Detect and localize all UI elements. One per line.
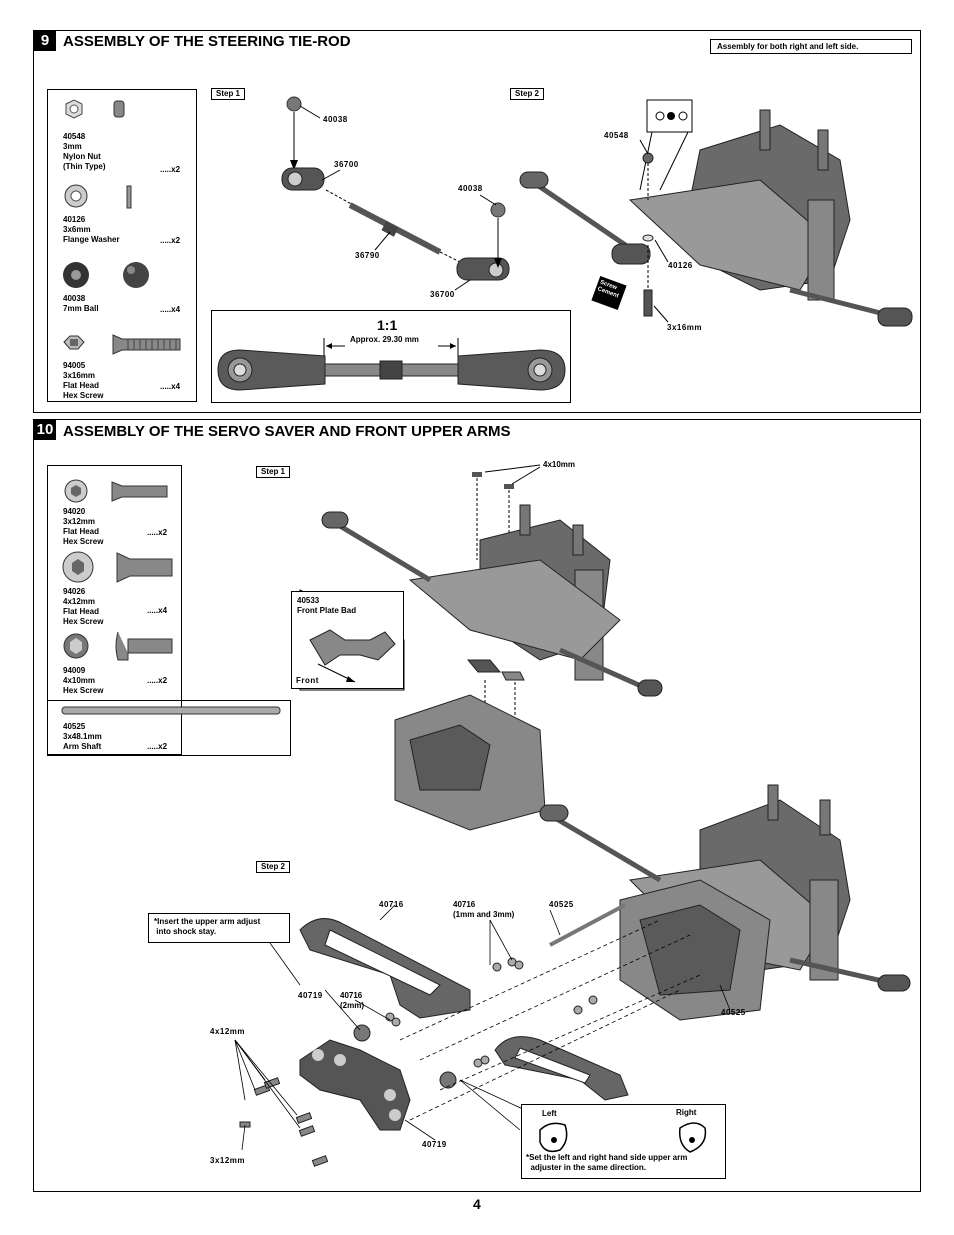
flange-washer-side-icon [126, 185, 132, 209]
label-4x10mm: 4x10mm [543, 460, 576, 469]
flat-head-screw-side-icon [111, 481, 168, 502]
label-40533: 40533 Front Plate Bad [297, 596, 357, 615]
part-94005-qty: .....x4 [160, 382, 181, 391]
step-2-label-9: Step 2 [510, 88, 545, 100]
label-40716-c: 40716 (2mm) [340, 991, 365, 1010]
step-1-label-9: Step 1 [211, 88, 246, 100]
part-40548-qty: .....x2 [160, 165, 181, 174]
part-94005: 94005 3x16mm Flat Head Hex Screw [63, 361, 104, 400]
insert-note-text: *Insert the upper arm adjust into shock … [154, 917, 261, 936]
part-94026-qty: .....x4 [147, 606, 168, 615]
parts-list-10 [47, 465, 182, 755]
label-40716-b: 40716 (1mm and 3mm) [453, 900, 515, 919]
insert-note-box [148, 913, 290, 943]
section-9 [33, 30, 921, 413]
arm-shaft-icon [61, 706, 281, 715]
label-40525-b: 40525 [721, 1008, 746, 1017]
parts-list-9 [47, 89, 197, 402]
page-number: 4 [473, 1196, 481, 1212]
section-10-number: 10 [34, 420, 56, 440]
part-40548: 40548 3mm Nylon Nut (Thin Type) [63, 132, 106, 171]
label-40038-a: 40038 [323, 115, 348, 124]
set-note-text: *Set the left and right hand side upper … [526, 1153, 688, 1172]
label-3x12mm: 3x12mm [210, 1156, 246, 1165]
label-4x12mm: 4x12mm [210, 1027, 246, 1036]
label-40525-a: 40525 [549, 900, 574, 909]
label-40548: 40548 [604, 131, 629, 140]
label-36700-b: 36700 [430, 290, 455, 299]
part-40525-qty: .....x2 [147, 742, 168, 751]
part-94009: 94009 4x10mm Hex Screw [63, 666, 104, 695]
part-40126: 40126 3x6mm Flange Washer [63, 215, 120, 244]
label-36790: 36790 [355, 251, 380, 260]
part-40126-qty: .....x2 [160, 236, 181, 245]
section-10 [33, 419, 921, 1192]
step-2-label-10: Step 2 [256, 861, 291, 873]
label-36700-a: 36700 [334, 160, 359, 169]
front-label: Front [296, 676, 319, 685]
assembly-note: Assembly for both right and left side. [710, 39, 912, 54]
part-94020-qty: .....x2 [147, 528, 168, 537]
step-1-label-10: Step 1 [256, 466, 291, 478]
part-40525: 40525 3x48.1mm Arm Shaft [63, 722, 102, 751]
nylon-nut-side-icon [113, 100, 125, 118]
part-94009-qty: .....x2 [147, 676, 168, 685]
label-40038-b: 40038 [458, 184, 483, 193]
flat-head-screw-side-icon [116, 552, 173, 583]
section-10-title: ASSEMBLY OF THE SERVO SAVER AND FRONT UP… [63, 423, 511, 440]
section-9-number: 9 [34, 31, 56, 51]
label-40719-a: 40719 [298, 991, 323, 1000]
hex-screw-side-icon [115, 631, 173, 661]
label-40719-b: 40719 [422, 1140, 447, 1149]
label-40126: 40126 [668, 261, 693, 270]
label-3x16mm: 3x16mm [667, 323, 703, 332]
part-40038: 40038 7mm Ball [63, 294, 99, 313]
scale-label: 1:1 [377, 317, 398, 333]
right-label: Right [676, 1108, 697, 1117]
part-94020: 94020 3x12mm Flat Head Hex Screw [63, 507, 104, 546]
arm-shaft-box [47, 700, 291, 756]
section-9-title: ASSEMBLY OF THE STEERING TIE-ROD [63, 33, 351, 50]
part-94026: 94026 4x12mm Flat Head Hex Screw [63, 587, 104, 626]
part-40038-qty: .....x4 [160, 305, 181, 314]
approx-length-label: Approx. 29.30 mm [350, 335, 419, 344]
label-40716-a: 40716 [379, 900, 404, 909]
left-label: Left [542, 1109, 557, 1118]
